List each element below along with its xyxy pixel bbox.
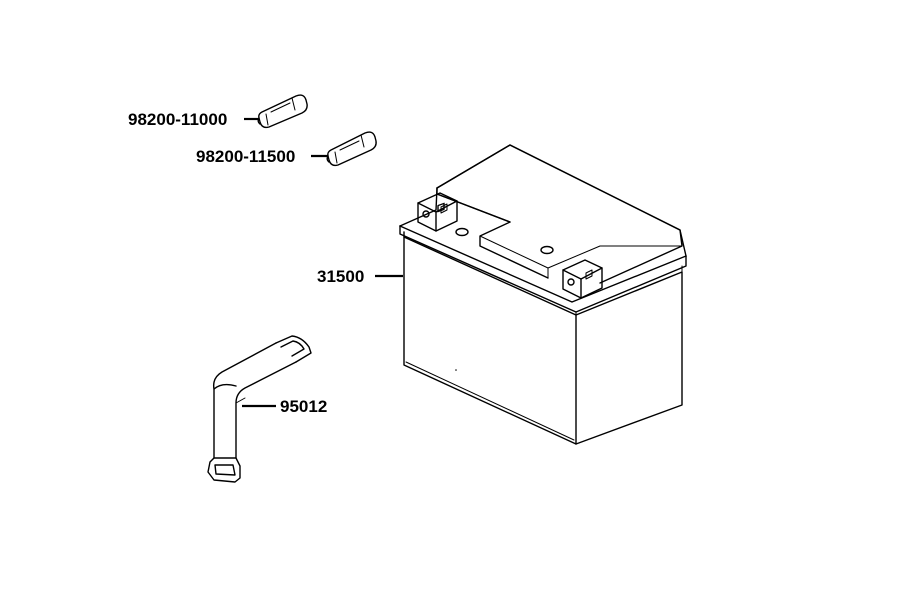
label-strap: 95012 <box>280 397 327 416</box>
fuse-98200-11500[interactable] <box>326 131 377 167</box>
battery-31500[interactable] <box>399 144 687 445</box>
strap-95012[interactable] <box>207 335 312 483</box>
label-battery: 31500 <box>317 267 364 286</box>
label-fuse-b: 98200-11500 <box>196 147 295 166</box>
speck <box>455 369 457 371</box>
fuse-98200-11000[interactable] <box>257 94 308 129</box>
label-fuse-a: 98200-11000 <box>128 110 227 129</box>
